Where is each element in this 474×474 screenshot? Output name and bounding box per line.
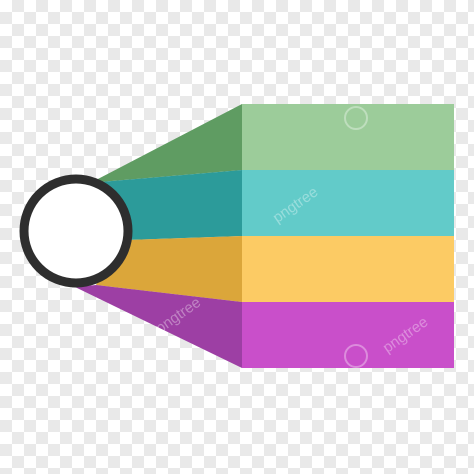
layer-3-side: [96, 236, 242, 302]
layer-4-front: [242, 302, 454, 368]
layer-3-front: [242, 236, 454, 302]
layer-2-front: [242, 170, 454, 236]
layer-4-side: [75, 285, 242, 368]
hub-circle: [19, 174, 133, 288]
layer-2-side: [100, 170, 242, 240]
layer-1-side: [96, 104, 242, 182]
layer-1-front: [242, 104, 454, 170]
